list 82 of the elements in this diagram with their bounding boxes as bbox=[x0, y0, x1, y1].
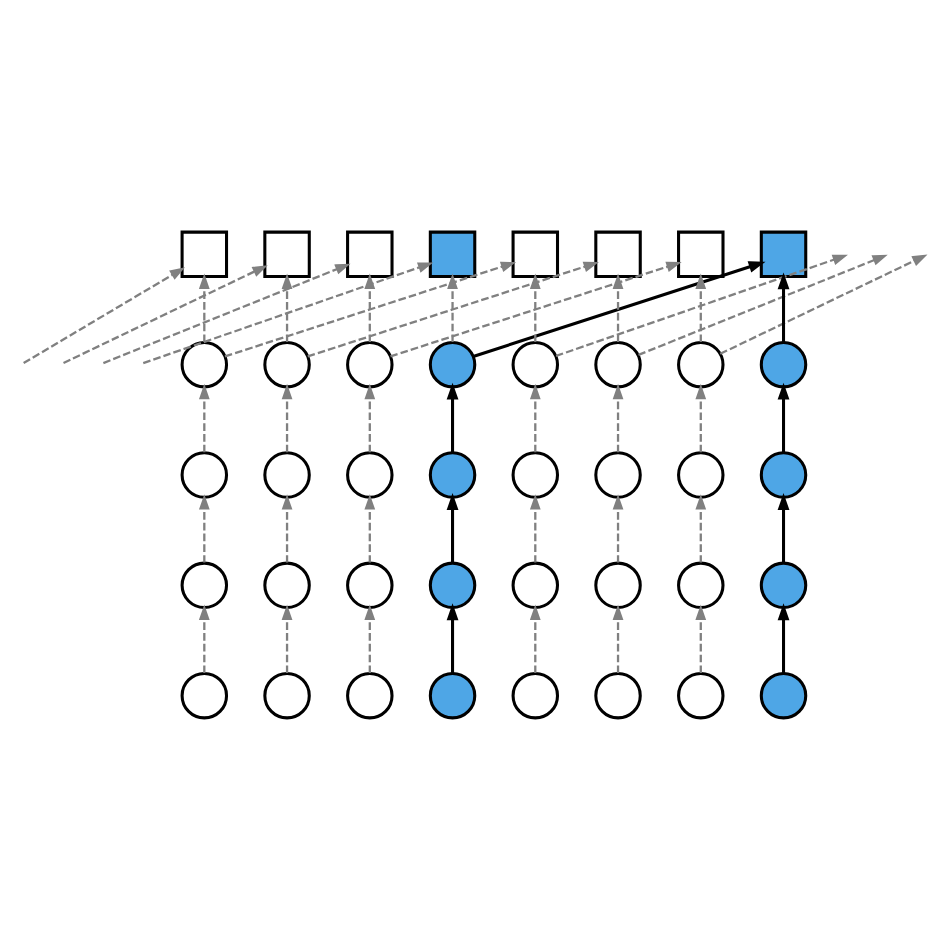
arrow bbox=[719, 253, 928, 354]
node-box bbox=[180, 229, 229, 278]
arrow bbox=[555, 253, 848, 357]
arrow bbox=[695, 272, 707, 341]
node-circle bbox=[180, 339, 229, 388]
arrow bbox=[446, 602, 459, 672]
node-circle bbox=[511, 670, 560, 719]
node-circle bbox=[180, 670, 229, 719]
arrow bbox=[281, 382, 293, 452]
node-box bbox=[594, 229, 642, 278]
node-circle bbox=[346, 339, 394, 388]
node-circle bbox=[677, 560, 725, 609]
arrow bbox=[307, 260, 599, 357]
arrow bbox=[612, 493, 624, 562]
node-circle bbox=[428, 670, 477, 719]
arrow bbox=[612, 382, 624, 452]
arrow bbox=[224, 260, 517, 357]
arrow bbox=[446, 381, 459, 452]
arrow bbox=[198, 493, 210, 562]
arrow bbox=[777, 492, 790, 562]
node-circle bbox=[759, 670, 808, 719]
node-circle bbox=[511, 339, 560, 388]
arrow bbox=[390, 260, 682, 357]
node-box bbox=[759, 229, 808, 278]
node-circle bbox=[677, 670, 725, 719]
node-circle bbox=[263, 339, 311, 388]
node-circle bbox=[594, 560, 642, 609]
node-box bbox=[428, 229, 477, 278]
arrow bbox=[102, 262, 351, 364]
arrow bbox=[281, 603, 293, 672]
arrow bbox=[529, 382, 541, 452]
node-circle bbox=[180, 560, 229, 609]
node-circle bbox=[594, 339, 642, 388]
arrow bbox=[529, 603, 541, 672]
arrow bbox=[695, 493, 707, 562]
arrow bbox=[446, 492, 459, 562]
node-circle bbox=[180, 450, 229, 498]
arrow bbox=[198, 382, 210, 452]
arrow bbox=[63, 264, 268, 364]
arrow bbox=[472, 260, 766, 357]
arrow bbox=[142, 261, 434, 364]
node-box bbox=[346, 229, 394, 278]
arrow bbox=[777, 381, 790, 452]
arrow bbox=[529, 272, 541, 341]
node-circle bbox=[346, 450, 394, 498]
node-circle bbox=[511, 560, 560, 609]
node-circle bbox=[511, 450, 560, 498]
node-circle bbox=[677, 339, 725, 388]
node-circle bbox=[263, 560, 311, 609]
arrow bbox=[638, 253, 888, 355]
arrow bbox=[695, 603, 707, 672]
node-circle bbox=[263, 450, 311, 498]
arrow bbox=[612, 603, 624, 672]
arrow bbox=[612, 272, 624, 341]
node-circle bbox=[759, 450, 808, 498]
arrow bbox=[281, 272, 293, 341]
arrow bbox=[23, 266, 186, 364]
node-box bbox=[263, 229, 311, 278]
node-circle bbox=[677, 450, 725, 498]
node-circle bbox=[594, 670, 642, 719]
node-circle bbox=[346, 560, 394, 609]
arrow bbox=[198, 272, 210, 341]
arrow bbox=[447, 272, 458, 341]
arrow bbox=[529, 493, 541, 562]
node-circle bbox=[263, 670, 311, 719]
node-circle bbox=[428, 450, 477, 498]
arrow bbox=[281, 493, 293, 562]
node-circle bbox=[428, 560, 477, 609]
node-circle bbox=[346, 670, 394, 719]
arrow bbox=[777, 602, 790, 672]
node-circle bbox=[759, 339, 808, 388]
node-circle bbox=[428, 339, 477, 388]
arrow bbox=[695, 382, 707, 452]
node-box bbox=[677, 229, 725, 278]
arrow bbox=[364, 603, 376, 672]
node-circle bbox=[594, 450, 642, 498]
arrow bbox=[777, 271, 790, 341]
node-circle bbox=[759, 560, 808, 609]
arrow bbox=[364, 382, 376, 452]
arrow bbox=[198, 603, 210, 672]
node-box bbox=[511, 229, 560, 278]
arrow bbox=[364, 493, 376, 562]
